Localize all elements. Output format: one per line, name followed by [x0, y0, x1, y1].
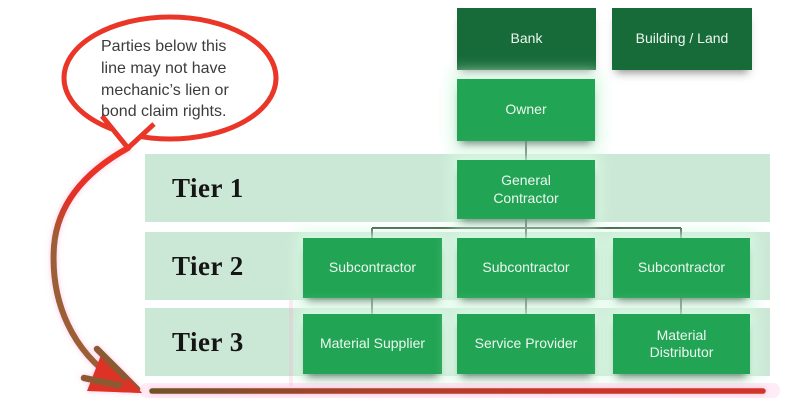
owner-box: Owner — [457, 79, 595, 141]
subcontractor-box-1: Subcontractor — [303, 238, 442, 298]
subcontractor-2-label: Subcontractor — [482, 259, 570, 276]
annotation-note-line-1: Parties below this — [101, 38, 227, 55]
tier-3-label: Tier 3 — [172, 326, 244, 357]
service-provider-label: Service Provider — [474, 335, 578, 352]
tier-2-label: Tier 2 — [172, 250, 244, 281]
tier-1-label: Tier 1 — [172, 172, 244, 203]
material-supplier-box: Material Supplier — [303, 314, 442, 374]
building-land-label: Building / Land — [635, 30, 729, 47]
bank-label: Bank — [510, 30, 543, 47]
subcontractor-box-3: Subcontractor — [613, 238, 750, 298]
annotation-note-line-3: mechanic’s lien or — [101, 81, 229, 99]
general-contractor-label: General Contractor — [493, 172, 559, 206]
subcontractor-3-label: Subcontractor — [637, 259, 726, 276]
service-provider-box: Service Provider — [457, 314, 595, 374]
general-contractor-box: General Contractor — [457, 160, 595, 219]
material-supplier-label: Material Supplier — [319, 335, 426, 352]
bank-box: Bank — [457, 8, 596, 70]
annotation-note-line-4: bond claim rights. — [101, 103, 227, 121]
subcontractor-1-label: Subcontractor — [328, 259, 417, 276]
gc-to-subcontractors-connector — [371, 219, 682, 238]
annotation-note-line-2: line may not have — [101, 59, 227, 77]
annotation-note: Parties below this line may not have mec… — [101, 36, 229, 123]
building-land-box: Building / Land — [612, 8, 752, 70]
material-distributor-box: Material Distributor — [613, 314, 750, 374]
subcontractor-box-2: Subcontractor — [457, 238, 595, 298]
subcontractors-to-tier3-connectors — [371, 298, 682, 314]
owner-label: Owner — [505, 101, 547, 118]
material-distributor-label: Material Distributor — [649, 326, 714, 360]
